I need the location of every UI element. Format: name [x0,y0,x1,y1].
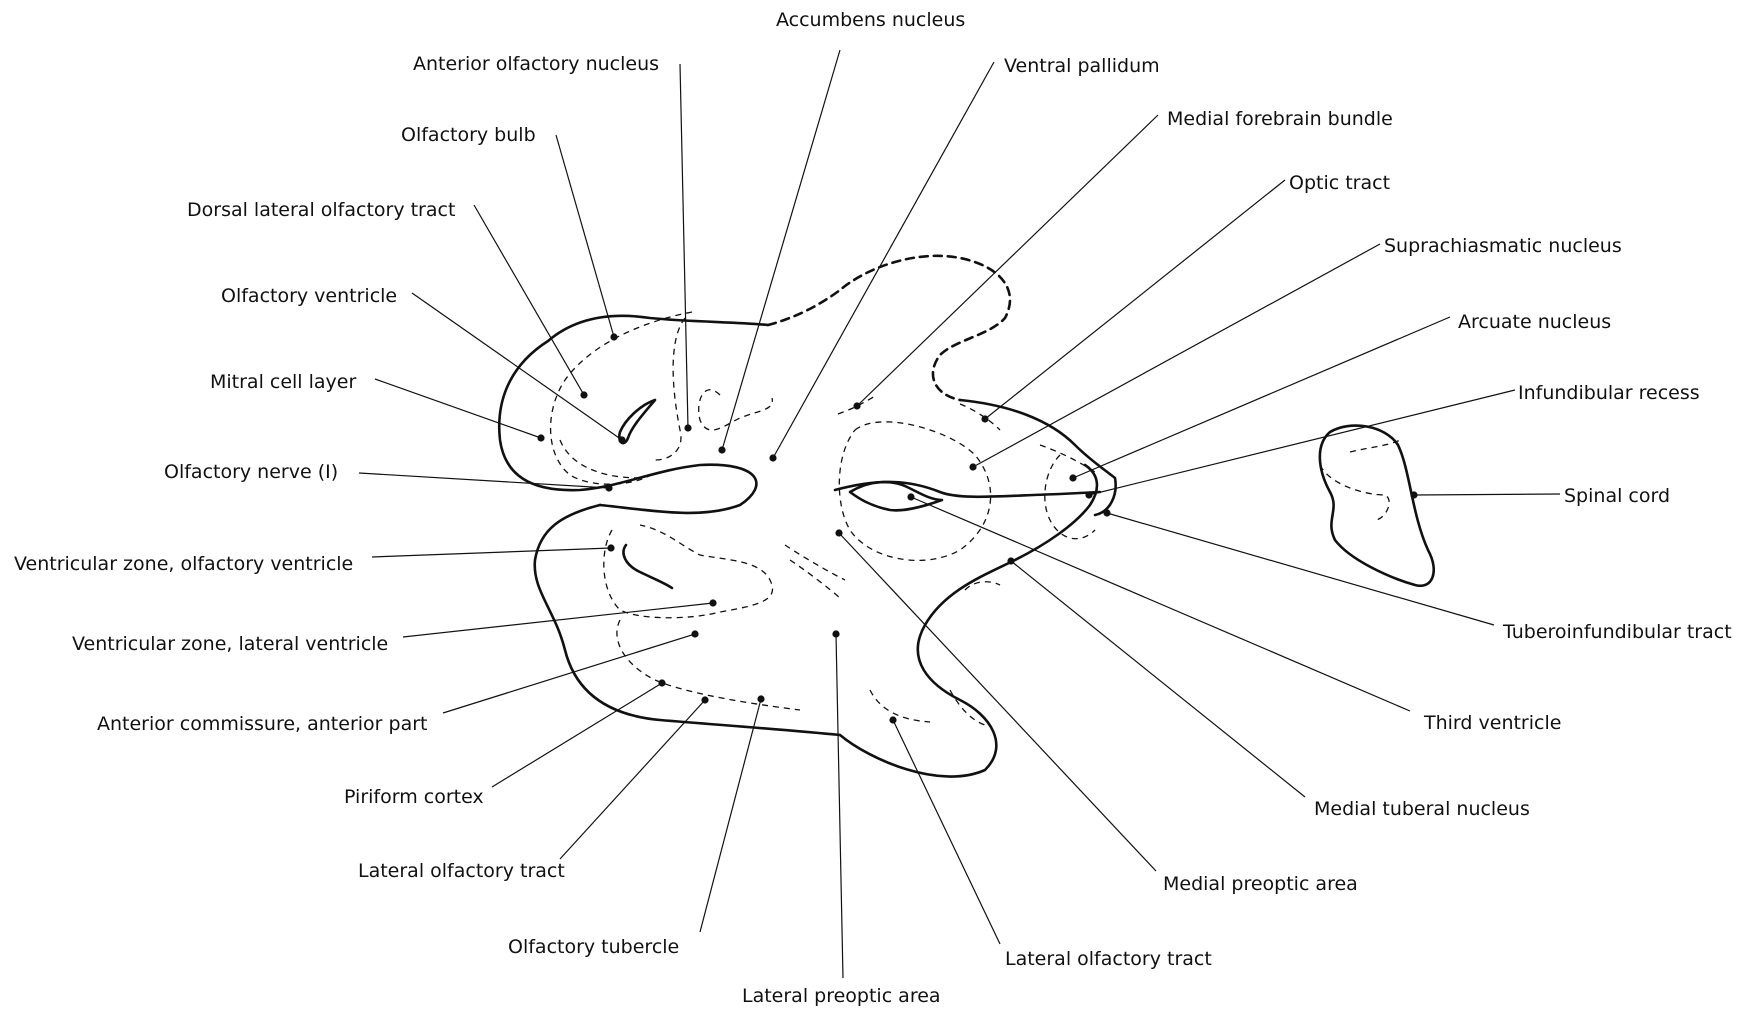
leader-lines [358,49,1561,979]
label-lateral-preoptic-area: Lateral preoptic area [742,985,941,1007]
label-anterior-commissure-anterior-part: Anterior commissure, anterior part [97,713,427,735]
label-piriform-cortex: Piriform cortex [344,786,484,808]
brain-outline [497,254,1435,778]
label-ventricular-zone-lateral-ventricle: Ventricular zone, lateral ventricle [72,633,388,655]
labels: Accumbens nucleus Anterior olfactory nuc… [14,9,1732,1007]
label-infundibular-recess: Infundibular recess [1518,382,1700,404]
label-optic-tract: Optic tract [1289,172,1390,194]
label-lateral-olfactory-tract-right: Lateral olfactory tract [1005,948,1212,970]
label-spinal-cord: Spinal cord [1564,485,1670,507]
label-olfactory-nerve: Olfactory nerve (I) [164,461,338,483]
label-mitral-cell-layer: Mitral cell layer [210,371,356,393]
label-accumbens-nucleus: Accumbens nucleus [776,9,965,31]
label-ventricular-zone-olfactory-ventricle: Ventricular zone, olfactory ventricle [14,553,353,575]
label-third-ventricle: Third ventricle [1423,712,1561,734]
label-medial-tuberal-nucleus: Medial tuberal nucleus [1314,798,1530,820]
region-boundaries [549,311,1401,726]
label-arcuate-nucleus: Arcuate nucleus [1458,311,1611,333]
label-olfactory-ventricle: Olfactory ventricle [221,285,397,307]
label-medial-forebrain-bundle: Medial forebrain bundle [1167,108,1393,130]
label-olfactory-bulb: Olfactory bulb [401,124,536,146]
label-medial-preoptic-area: Medial preoptic area [1163,873,1358,895]
label-dorsal-lateral-olfactory-tract: Dorsal lateral olfactory tract [187,199,455,221]
label-ventral-pallidum: Ventral pallidum [1004,55,1160,77]
label-olfactory-tubercle: Olfactory tubercle [508,936,679,958]
label-anterior-olfactory-nucleus: Anterior olfactory nucleus [413,53,659,75]
label-lateral-olfactory-tract-left: Lateral olfactory tract [358,860,565,882]
label-suprachiasmatic-nucleus: Suprachiasmatic nucleus [1384,235,1622,257]
label-tuberoinfundibular-tract: Tuberoinfundibular tract [1502,621,1732,643]
